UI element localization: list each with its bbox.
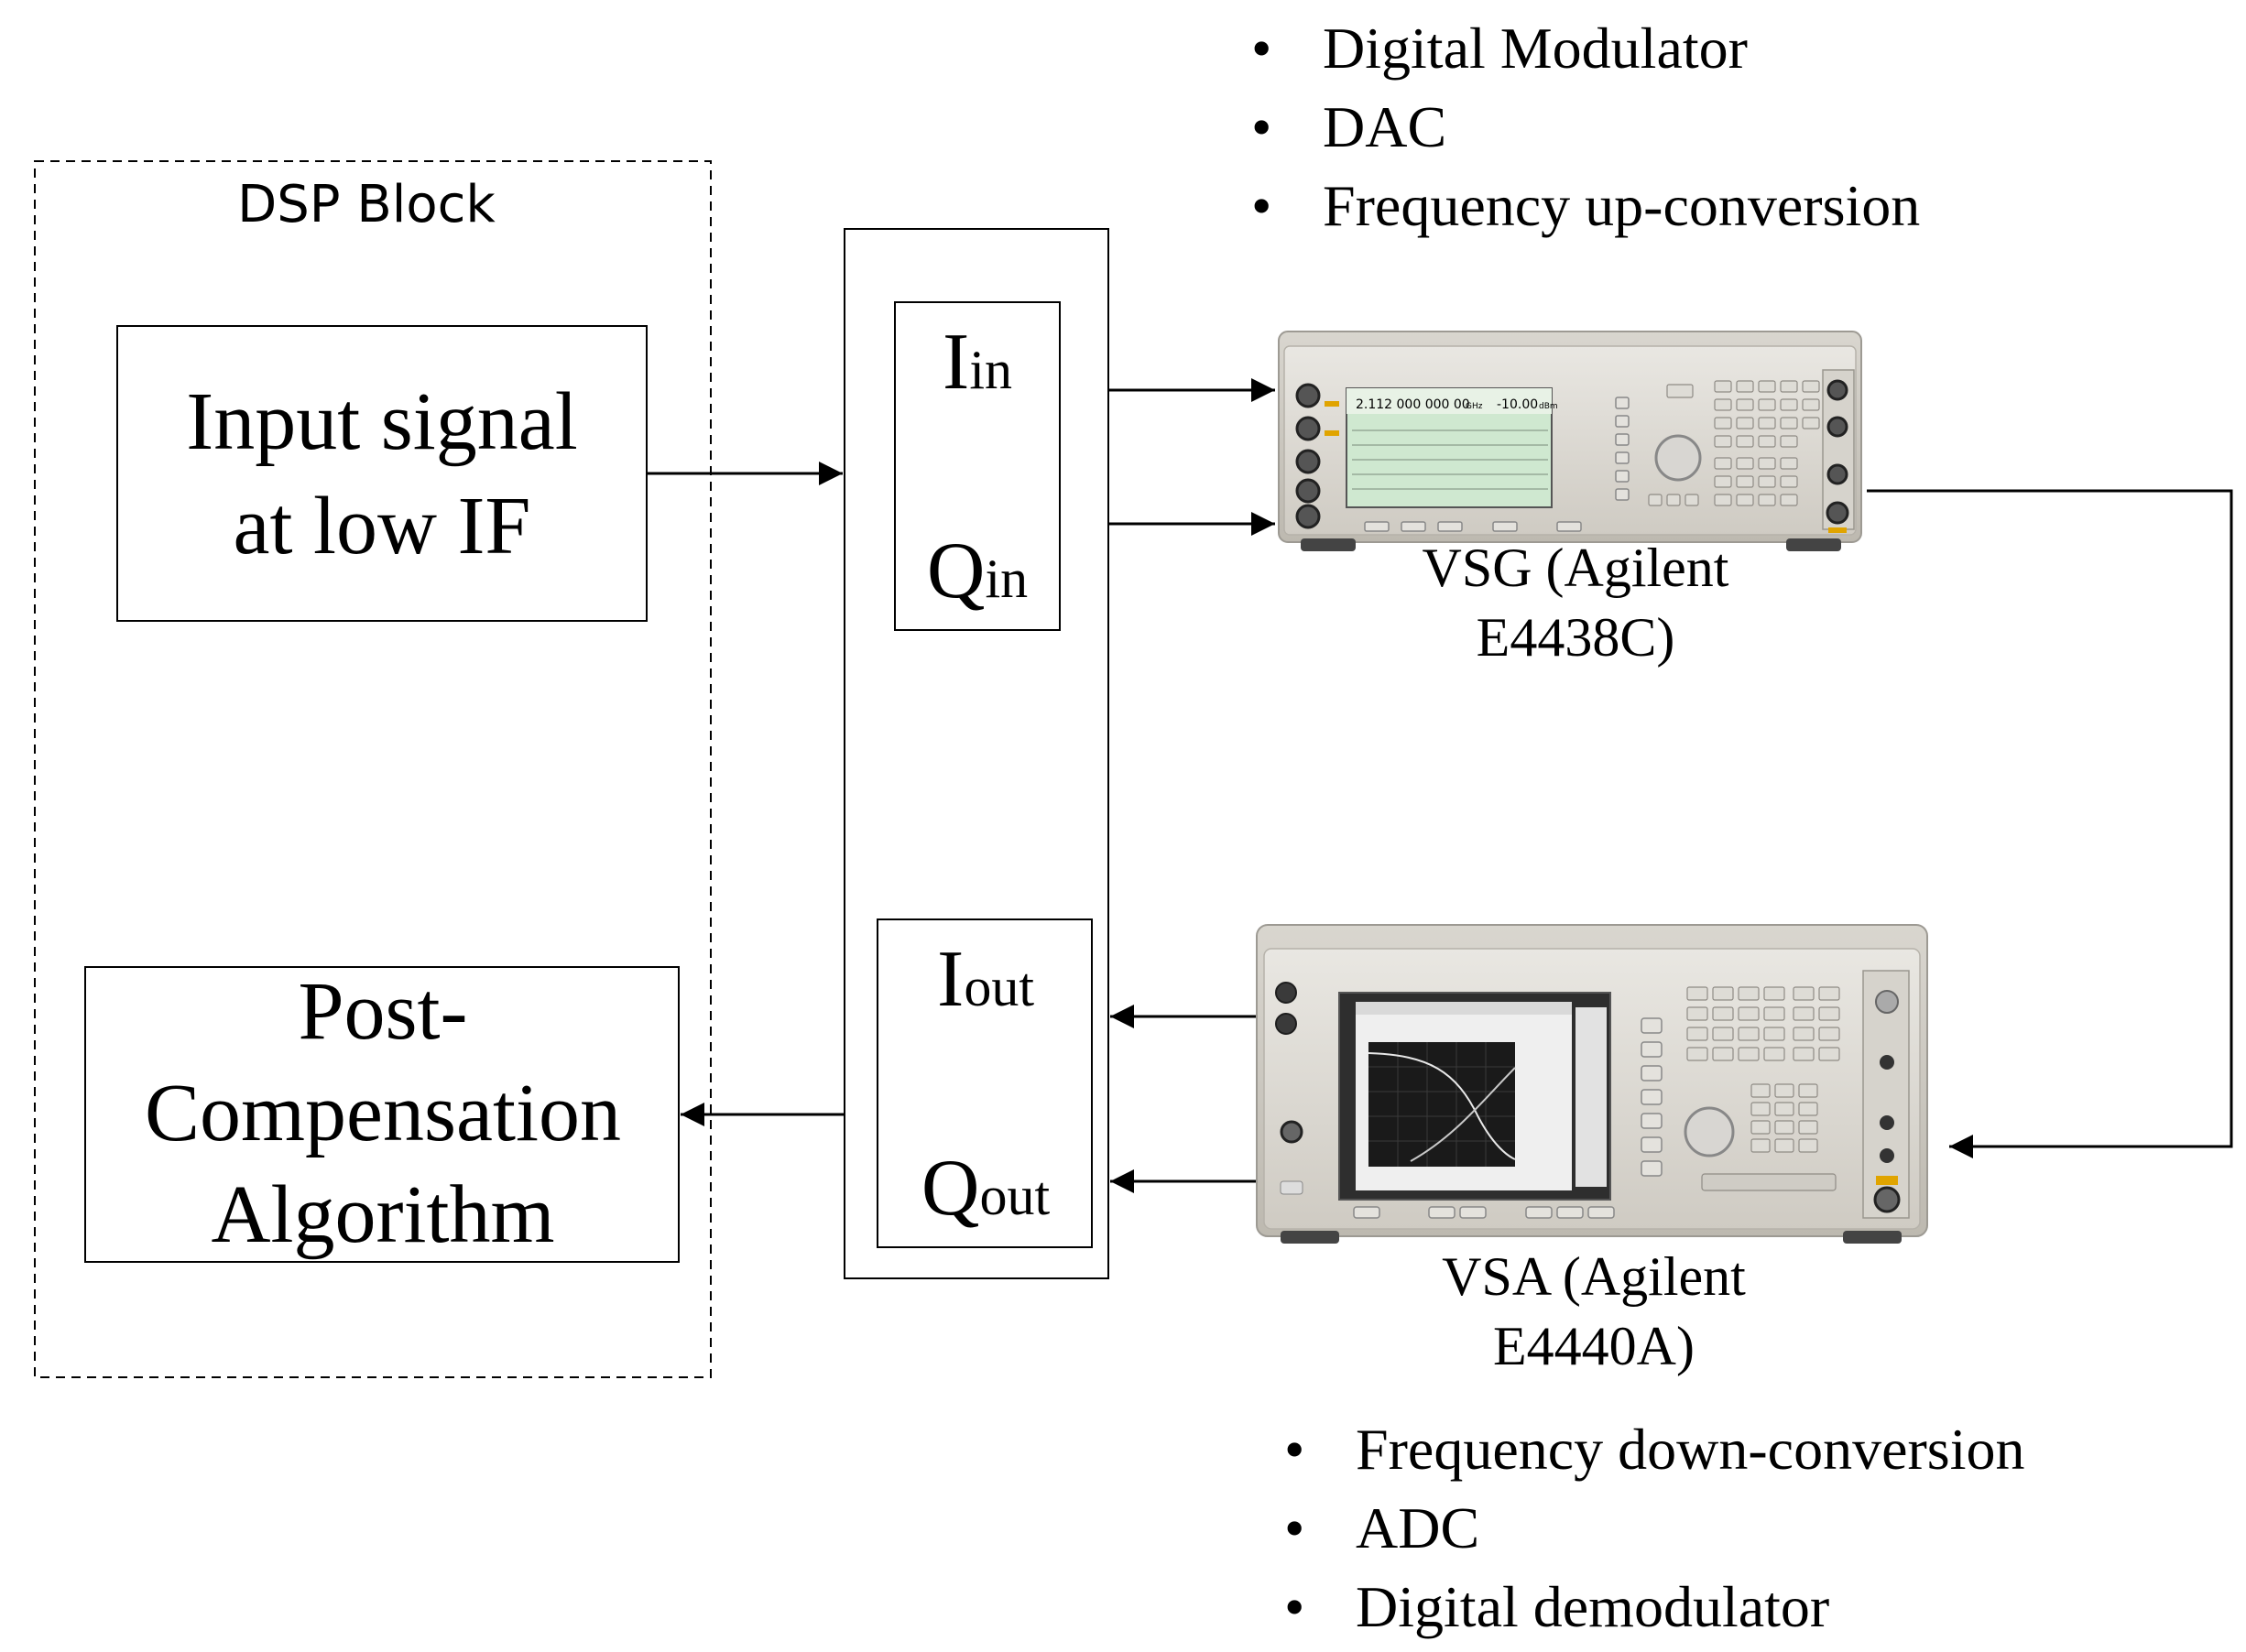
vsg-screen-frequency: 2.112 000 000 00 bbox=[1356, 397, 1470, 412]
vsg-bullet-glyph: • bbox=[1251, 94, 1271, 159]
input-signal-label-line1: Input signal bbox=[186, 376, 577, 467]
post-comp-label-line2: Compensation bbox=[145, 1068, 621, 1158]
vsg-knob bbox=[1654, 434, 1702, 482]
post-compensation-box: Post- Compensation Algorithm bbox=[84, 966, 680, 1263]
vsa-feature-item: Digital demodulator bbox=[1356, 1574, 1829, 1639]
vsg-bullet-glyph: • bbox=[1251, 173, 1271, 238]
input-signal-label-line2: at low IF bbox=[234, 481, 531, 571]
vsa-feature-item: ADC bbox=[1356, 1495, 1479, 1560]
vsg-screen-freq-unit: GHz bbox=[1466, 402, 1483, 411]
vsg-keypad bbox=[1648, 380, 1820, 506]
dsp-block: DSP Block bbox=[34, 160, 712, 1378]
vsg-feature-item: Frequency up-conversion bbox=[1323, 173, 1920, 238]
input-signal-box: Input signal at low IF bbox=[116, 325, 648, 622]
vsg-feature-item: Digital Modulator bbox=[1323, 16, 1748, 81]
iq-in-box: Iin Qin bbox=[894, 301, 1061, 631]
i-out-label: Iout bbox=[937, 935, 1034, 1024]
vsa-knob bbox=[1684, 1106, 1735, 1157]
post-comp-label-line1: Post- bbox=[298, 966, 467, 1057]
vsg-caption-line2: E4438C) bbox=[1477, 607, 1675, 668]
vsg-right-connectors bbox=[1822, 369, 1855, 533]
vsg-screen: 2.112 000 000 00 GHz -10.00 dBm bbox=[1346, 387, 1558, 508]
vsa-keypad bbox=[1686, 986, 1840, 1191]
vsa-bullet-glyph: • bbox=[1284, 1495, 1304, 1560]
vsa-feature-item: Frequency down-conversion bbox=[1356, 1417, 2024, 1482]
vsa-softkeys bbox=[1353, 1017, 1663, 1219]
vsg-softkeys bbox=[1364, 397, 1630, 532]
vsa-caption-line2: E4440A) bbox=[1493, 1316, 1695, 1376]
vsg-left-connectors bbox=[1295, 383, 1339, 529]
dsp-block-label: DSP Block bbox=[237, 175, 496, 234]
vsg-instrument: 2.112 000 000 00 GHz -10.00 dBm bbox=[1278, 331, 1862, 551]
vsg-feature-list: • Digital Modulator • DAC • Frequency up… bbox=[1251, 16, 1920, 238]
dsp-block-border bbox=[34, 160, 712, 1378]
arrow-vsg-to-vsa-rf bbox=[1867, 489, 2233, 1158]
vsg-screen-amp-unit: dBm bbox=[1539, 402, 1558, 411]
vsa-left-controls bbox=[1275, 982, 1303, 1195]
iq-out-box: Iout Qout bbox=[877, 918, 1093, 1248]
vsg-feature-item: DAC bbox=[1323, 94, 1446, 159]
connectors bbox=[647, 378, 2233, 1193]
vsa-feature-list: • Frequency down-conversion • ADC • Digi… bbox=[1284, 1417, 2024, 1639]
post-comp-label-line3: Algorithm bbox=[212, 1169, 555, 1260]
vsa-right-connectors bbox=[1862, 970, 1910, 1219]
vsa-bullet-glyph: • bbox=[1284, 1574, 1304, 1639]
vsg-bullet-glyph: • bbox=[1251, 16, 1271, 81]
vsa-bullet-glyph: • bbox=[1284, 1417, 1304, 1482]
vsa-caption-line1: VSA (Agilent bbox=[1442, 1246, 1746, 1307]
q-out-label: Qout bbox=[921, 1144, 1051, 1233]
vsa-screen bbox=[1356, 1002, 1607, 1190]
vsg-screen-amplitude: -10.00 bbox=[1497, 397, 1538, 412]
i-in-label: Iin bbox=[943, 318, 1012, 407]
vsa-instrument bbox=[1256, 924, 1928, 1244]
q-in-label: Qin bbox=[927, 527, 1028, 615]
iq-interface-block: Iin Qin Iout Qout bbox=[844, 228, 1109, 1279]
vsg-caption-line1: VSG (Agilent bbox=[1423, 538, 1729, 598]
